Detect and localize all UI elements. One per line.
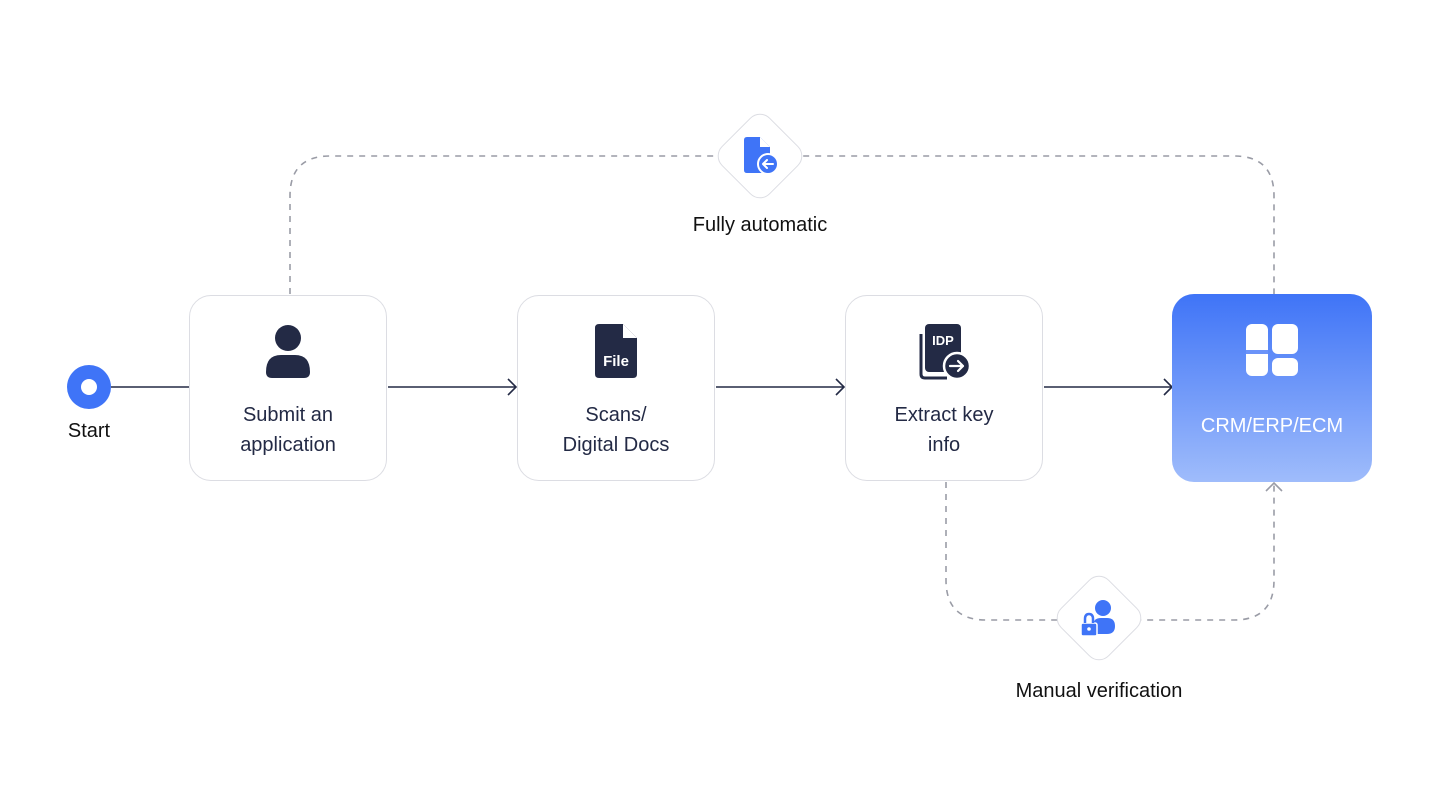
step-label: CRM/ERP/ECM xyxy=(1200,415,1344,437)
automatic-path-node[interactable] xyxy=(711,107,809,205)
file-icon: File xyxy=(595,324,637,378)
step-label: Extract key info xyxy=(894,404,994,456)
idp-icon-text: IDP xyxy=(932,333,954,348)
user-icon xyxy=(266,325,310,378)
start-marker xyxy=(67,365,111,409)
manual-path-label: Manual verification xyxy=(1015,680,1183,702)
automatic-path-label: Fully automatic xyxy=(692,214,828,236)
step-label: Submit an application xyxy=(240,404,336,456)
step-label: Scans/ Digital Docs xyxy=(562,404,670,456)
step-extract-key-info[interactable]: IDP Extract key info xyxy=(845,295,1043,481)
manual-path xyxy=(945,482,1275,621)
user-lock-icon xyxy=(1080,600,1115,637)
arrowhead-manual xyxy=(1265,481,1283,492)
arrowhead-extract xyxy=(835,378,846,396)
grid-icon xyxy=(1246,324,1298,376)
file-icon-text: File xyxy=(603,353,629,370)
manual-verification-node[interactable] xyxy=(1050,569,1148,667)
step-crm-erp-ecm[interactable]: CRM/ERP/ECM xyxy=(1172,294,1372,482)
arrowhead-scans xyxy=(507,378,518,396)
idp-icon: IDP xyxy=(919,324,971,380)
document-arrow-icon xyxy=(744,137,779,175)
step-submit-application[interactable]: Submit an application xyxy=(189,295,387,481)
start-label: Start xyxy=(67,420,111,442)
step-scans-digital-docs[interactable]: File Scans/ Digital Docs xyxy=(517,295,715,481)
